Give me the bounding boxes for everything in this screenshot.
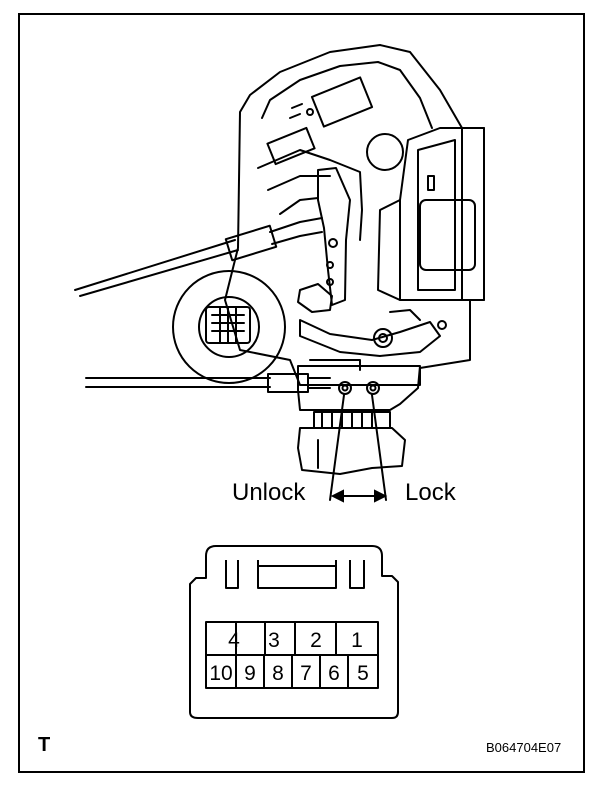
- upper-cable-end: [224, 224, 278, 262]
- right-block: [399, 127, 485, 301]
- pin-2: 2: [310, 629, 322, 652]
- pin-8: 8: [272, 662, 284, 685]
- housing-hole: [366, 133, 404, 171]
- lock-label: Lock: [405, 479, 456, 506]
- connector-face-outline: [189, 545, 399, 719]
- curved-arm: [299, 319, 441, 357]
- unlock-label: Unlock: [232, 479, 306, 506]
- upper-cable: [74, 239, 236, 291]
- lower-cable-end: [267, 373, 309, 393]
- pin-4: 4: [228, 629, 240, 652]
- pin-1: 1: [351, 629, 363, 652]
- housing-slot-1: [310, 76, 374, 128]
- screw-2: [366, 381, 380, 395]
- motor-cover: [172, 270, 286, 384]
- pin-6: 6: [328, 662, 340, 685]
- lock-lever: [317, 167, 351, 306]
- view-marker: T: [38, 734, 51, 756]
- housing-slot-2: [266, 126, 316, 166]
- lock-pointer: [371, 394, 387, 501]
- pivot: [373, 328, 393, 348]
- pin-3: 3: [268, 629, 280, 652]
- pin-10: 10: [209, 662, 233, 685]
- lock-housing: [224, 44, 485, 386]
- pin-7: 7: [300, 662, 312, 685]
- housing-inner-contour: [261, 61, 433, 129]
- connector-latch: [225, 560, 365, 589]
- figure-code: B064704E07: [486, 740, 562, 755]
- figure-frame: [18, 13, 585, 773]
- screw-1: [338, 381, 352, 395]
- unlock-pointer: [329, 394, 345, 501]
- pin-9: 9: [244, 662, 256, 685]
- pin-5: 5: [357, 662, 369, 685]
- switch-base: [297, 365, 421, 411]
